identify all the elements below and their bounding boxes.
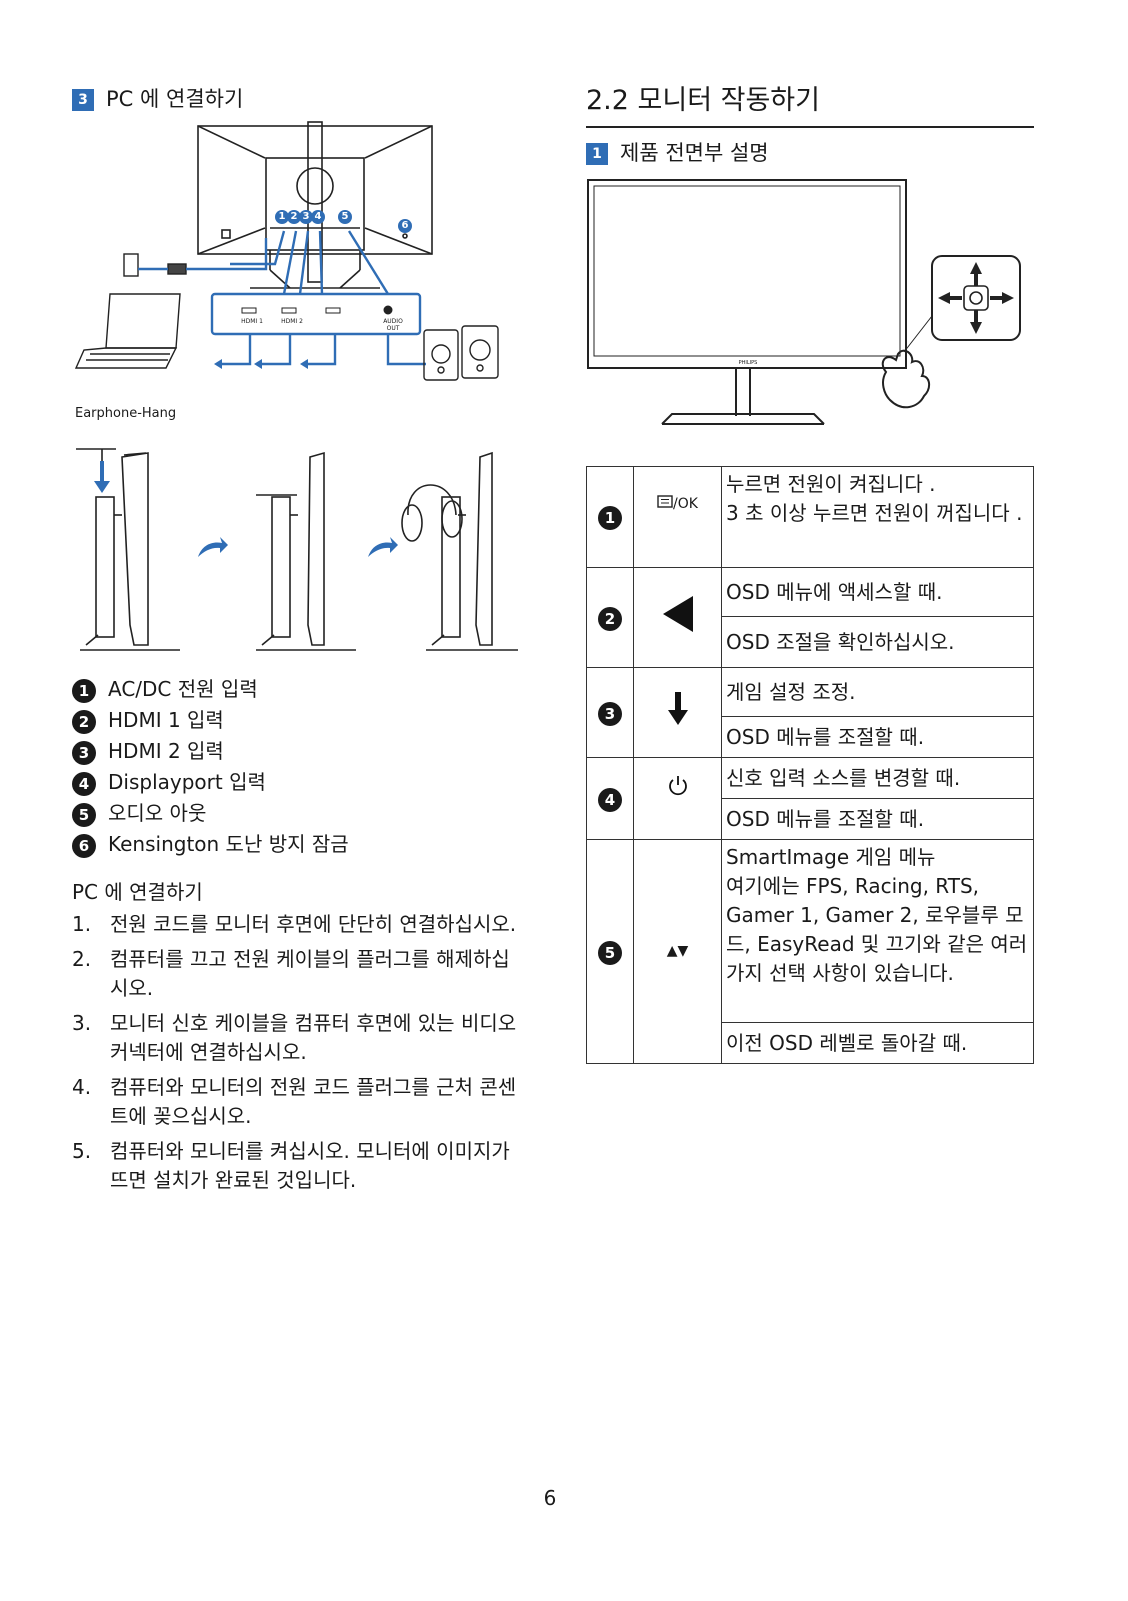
section-title: 제품 전면부 설명 [620,141,769,165]
table-row: OSD 메뉴를 조절할 때. [587,798,1034,840]
legend-text: Kensington 도난 방지 잠금 [108,832,349,856]
row-number-cell: 5 [586,839,634,1064]
row-number-cell: 2 [586,567,634,668]
down-button[interactable] [633,667,722,758]
controls-table: 1 /OK 누르면 전원이 켜집니다 . 3 초 이상 누르면 전원이 꺼집니다… [586,466,1034,1064]
step-item: 4. 컴퓨터와 모니터의 전원 코드 플러그를 근처 콘센트에 꽂으십시오. [72,1073,524,1131]
legend-number: 4 [72,771,96,796]
control-number: 1 [598,506,622,530]
power-button[interactable] [633,757,722,840]
page-title: 2.2 모니터 작동하기 [586,85,820,116]
step-number: 4. [72,1075,92,1099]
step-text: 컴퓨터와 모니터의 전원 코드 플러그를 근처 콘센트에 꽂으십시오. [110,1075,517,1128]
legend-item: 6 Kensington 도난 방지 잠금 [72,829,532,860]
step-number: 5. [72,1139,92,1163]
table-row: 3 게임 설정 조정. [586,667,1034,758]
callout-5: 5 [338,210,352,224]
callout-3: 3 [299,210,313,224]
step-text: 컴퓨터와 모니터를 켜십시오. 모니터에 이미지가 뜨면 설치가 완료된 것입니… [110,1139,510,1192]
legend-item: 4 Displayport 입력 [72,767,532,798]
port-label-hdmi1: HDMI 1 [241,318,263,325]
legend-item: 2 HDMI 1 입력 [72,705,532,736]
control-description: 게임 설정 조정. [721,667,1034,717]
legend-text: 오디오 아웃 [108,801,207,825]
legend-item: 3 HDMI 2 입력 [72,736,532,767]
table-row: OSD 메뉴를 조절할 때. [587,716,1034,758]
port-label-hdmi2: HDMI 2 [281,318,303,325]
section-heading-connect: 3 PC 에 연결하기 [72,86,243,112]
legend-text: AC/DC 전원 입력 [108,677,258,701]
step-text: 컴퓨터를 끄고 전원 케이블의 플러그를 해제하십시오. [110,947,510,1000]
control-description: SmartImage 게임 메뉴 여기에는 FPS, Racing, RTS, … [721,839,1034,1023]
legend-item: 5 오디오 아웃 [72,798,532,829]
section-number-badge: 3 [72,89,94,111]
legend-text: HDMI 1 입력 [108,708,224,732]
callout-6: 6 [398,219,412,233]
steps-heading: PC 에 연결하기 [72,880,203,904]
row-number-cell: 3 [586,667,634,758]
legend-number: 3 [72,740,96,765]
legend-number: 5 [72,802,96,827]
brand-logo: PHILIPS [738,360,758,366]
control-description: OSD 조절을 확인하십시오. [721,616,1034,668]
step-item: 2. 컴퓨터를 끄고 전원 케이블의 플러그를 해제하십시오. [72,945,524,1003]
control-description: 누르면 전원이 켜집니다 . 3 초 이상 누르면 전원이 꺼집니다 . [721,466,1034,568]
legend-text: HDMI 2 입력 [108,739,224,763]
connector-legend: 1 AC/DC 전원 입력 2 HDMI 1 입력 3 HDMI 2 입력 4 Disp… [72,674,532,860]
legend-text: Displayport 입력 [108,770,266,794]
step-item: 3. 모니터 신호 케이블을 컴퓨터 후면에 있는 비디오 커넥터에 연결하십시오… [72,1009,524,1067]
table-row: 2 OSD 메뉴에 액세스할 때. [586,567,1034,668]
step-item: 1. 전원 코드를 모니터 후면에 단단히 연결하십시오. [72,910,524,939]
table-row: 1 /OK 누르면 전원이 켜집니다 . 3 초 이상 누르면 전원이 꺼집니다… [586,466,1034,568]
menu-icon [657,495,673,508]
menu-ok-button[interactable]: /OK [633,466,722,568]
control-number: 4 [598,787,622,812]
connection-steps: 1. 전원 코드를 모니터 후면에 단단히 연결하십시오. 2. 컴퓨터를 끄고 전… [72,910,524,1195]
rear-connection-diagram [74,121,499,381]
table-row: 이전 OSD 레벨로 돌아갈 때. [587,1022,1034,1064]
callout-2: 2 [287,210,301,224]
ok-label: /OK [673,496,698,512]
earphone-hang-label: Earphone-Hang [75,406,177,421]
control-description: 이전 OSD 레벨로 돌아갈 때. [721,1022,1034,1064]
section-heading-front: 1 제품 전면부 설명 [586,140,769,166]
port-label-audio-out: AUDIO OUT [383,318,403,332]
step-number: 3. [72,1011,92,1035]
control-description: OSD 메뉴를 조절할 때. [721,798,1034,840]
up-down-icon: ▲▼ [666,943,689,959]
callout-1: 1 [275,210,289,224]
front-monitor-diagram [587,179,1021,425]
down-arrow-icon [667,691,688,725]
control-description: OSD 메뉴에 액세스할 때. [721,567,1034,617]
step-number: 2. [72,947,92,971]
legend-number: 2 [72,709,96,734]
control-number: 5 [598,940,622,965]
control-description: 신호 입력 소스를 변경할 때. [721,757,1034,799]
control-description: OSD 메뉴를 조절할 때. [721,716,1034,758]
earphone-hang-diagram [76,448,518,651]
control-number: 3 [598,701,622,726]
title-rule [586,126,1034,128]
left-triangle-icon [662,595,693,632]
table-row: 5 ▲▼ SmartImage 게임 메뉴 여기에는 FPS, Racing, … [586,839,1034,1064]
up-down-button[interactable]: ▲▼ [633,839,722,1064]
left-button[interactable] [633,567,722,668]
table-row: 4 신호 입력 소스를 변경할 때. [586,757,1034,840]
legend-item: 1 AC/DC 전원 입력 [72,674,532,705]
section-title: PC 에 연결하기 [106,87,244,111]
control-number: 2 [598,606,622,631]
callout-4: 4 [311,210,325,224]
table-row: OSD 조절을 확인하십시오. [587,616,1034,668]
legend-number: 1 [72,678,96,703]
step-item: 5. 컴퓨터와 모니터를 켜십시오. 모니터에 이미지가 뜨면 설치가 완료된 것… [72,1137,524,1195]
section-number-badge: 1 [586,143,608,165]
row-number-cell: 4 [586,757,634,840]
power-icon [668,776,687,796]
row-number-cell: 1 [586,466,634,568]
step-text: 모니터 신호 케이블을 컴퓨터 후면에 있는 비디오 커넥터에 연결하십시오. [110,1011,517,1064]
step-number: 1. [72,912,92,936]
legend-number: 6 [72,833,96,858]
step-text: 전원 코드를 모니터 후면에 단단히 연결하십시오. [110,912,517,936]
page-number: 6 [543,1486,557,1510]
